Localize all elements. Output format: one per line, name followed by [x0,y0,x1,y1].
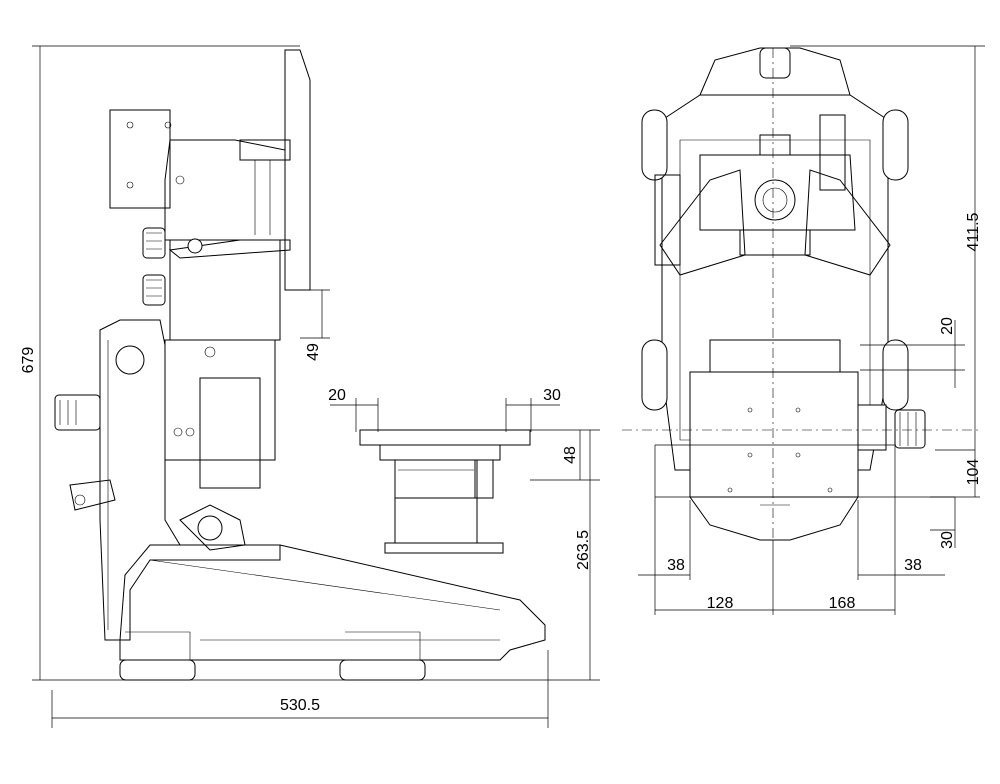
dim-front-upper-offset: 20 [939,317,956,335]
dim-side-total-width: 530.5 [280,697,320,714]
dim-side-arm-gap: 49 [305,343,322,361]
dim-front-lower-offset: 30 [939,531,956,549]
dim-front-stage-height: 104 [965,459,982,486]
side-view-dimensions: 679 530.5 49 20 30 48 263.5 [20,45,600,728]
dim-front-left-width: 128 [707,595,734,612]
dim-front-total-height: 411.5 [965,212,982,251]
side-view [54,49,546,681]
front-view-dimensions: 411.5 20 104 30 38 38 128 168 [638,45,985,615]
front-view [622,47,980,541]
dim-front-right-width: 168 [829,595,856,612]
dim-stage-right-offset: 30 [543,387,561,404]
dim-side-total-height: 679 [20,347,37,374]
dim-stage-height: 263.5 [575,530,592,570]
dim-front-right-margin: 38 [904,557,922,574]
dim-front-left-margin: 38 [667,557,685,574]
dim-stage-left-offset: 20 [328,387,346,404]
dim-stage-thickness: 48 [562,446,579,464]
